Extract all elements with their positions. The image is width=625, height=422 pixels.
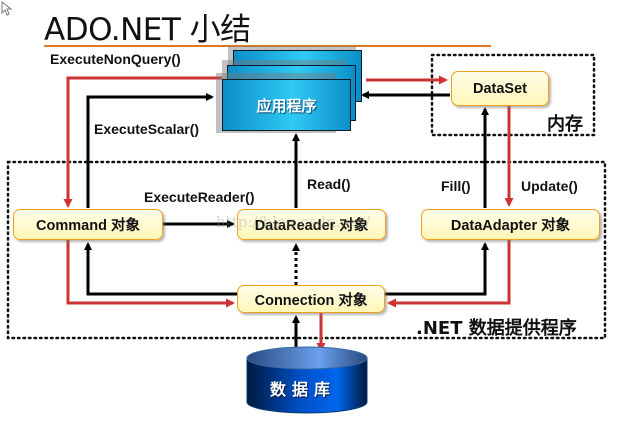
label-execute-reader: ExecuteReader() — [144, 189, 255, 205]
label-execute-scalar: ExecuteScalar() — [94, 121, 200, 137]
datareader-label: DataReader 对象 — [254, 218, 369, 234]
label-read: Read() — [307, 176, 351, 192]
arrow-execute-non-query — [63, 76, 222, 208]
datareader-node[interactable]: DataReader 对象 — [237, 209, 386, 240]
connection-node[interactable]: Connection 对象 — [237, 285, 385, 313]
arrow-dataadapter-to-connection — [387, 240, 511, 308]
arrow-command-to-connection — [66, 240, 235, 308]
memory-region-label: 内存 — [547, 114, 583, 135]
database-cylinder-icon — [246, 346, 368, 414]
command-label: Command 对象 — [36, 218, 140, 234]
mouse-pointer-icon — [1, 1, 13, 16]
arrow-connection-to-dataadapter — [385, 242, 489, 296]
arrow-execute-scalar — [86, 93, 214, 208]
page-title: ADO.NET 小结 — [44, 12, 251, 48]
application-label: 应用程序 — [256, 96, 317, 115]
label-execute-non-query: ExecuteNonQuery() — [50, 51, 181, 67]
connection-label: Connection 对象 — [254, 292, 368, 309]
dataset-label: DataSet — [473, 80, 527, 97]
arrow-connection-to-command — [84, 242, 237, 296]
title-underline — [44, 45, 491, 47]
dataadapter-label: DataAdapter 对象 — [450, 218, 571, 234]
label-fill: Fill() — [441, 178, 471, 194]
command-node[interactable]: Command 对象 — [13, 209, 163, 240]
database-label: 数据库 — [270, 380, 337, 399]
provider-region-label: .NET 数据提供程序 — [416, 318, 577, 339]
application-node[interactable]: 应用程序 — [222, 79, 351, 131]
dataset-node[interactable]: DataSet — [451, 71, 549, 106]
watermark: http://blog.csdn.net/ — [216, 213, 371, 231]
label-update: Update() — [521, 178, 578, 194]
provider-region-border — [6, 160, 607, 340]
dataadapter-node[interactable]: DataAdapter 对象 — [421, 209, 600, 240]
